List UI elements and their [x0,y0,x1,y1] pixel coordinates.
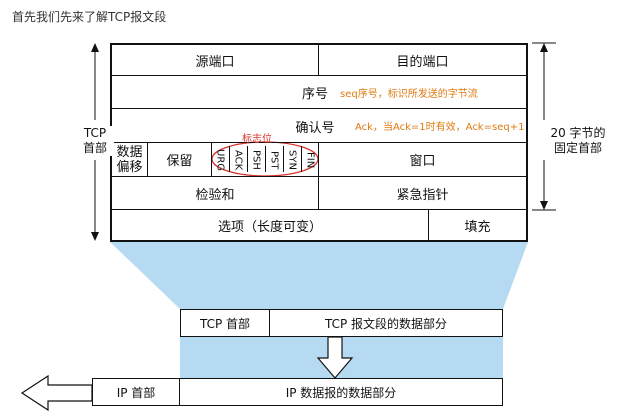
row-divider [110,108,528,109]
tcp-segment-data: TCP 报文段的数据部分 [324,316,448,331]
left-arrow-icon [20,374,93,412]
col-divider [211,142,212,176]
tcp-segment-data-box [269,309,503,337]
fixed-header-label-line1: 20 字节的 [550,126,606,140]
flag-divider [247,146,248,172]
down-arrow-icon [316,336,354,379]
reserved-cell: 保留 [166,154,193,169]
ip-header: IP 首部 [116,385,156,400]
dst-port-cell: 目的端口 [396,54,449,70]
col-divider [428,209,429,242]
fixed-header-label-line2: 固定首部 [553,141,602,155]
options-cell: 选项（长度可变） [217,219,322,235]
flag-psh: PSH [250,150,262,170]
tcp-header-label-line1: TCP [83,126,107,140]
tcp-header-label-line2: 首部 [82,141,107,155]
ack-cell: 确认号 [295,120,335,136]
funnel-shape [110,242,528,309]
right-arrow-down-head [540,201,548,210]
seq-cell: 序号 [301,87,328,102]
left-arrow-down-head [91,232,99,241]
flag-urg: URG [214,148,226,172]
flag-fin: FIN [304,151,316,169]
padding-cell: 填充 [464,219,491,235]
urgent-pointer-cell: 紧急指针 [396,187,449,203]
col-divider [318,142,319,210]
ip-header-box [92,378,180,406]
col-divider [147,142,148,176]
window-cell: 窗口 [409,154,436,169]
tcp-segment-header-box [180,309,270,337]
row-divider [110,176,528,177]
tcp-header-label: TCP 首部 [76,126,114,156]
ip-data-box [179,378,503,406]
src-port-cell: 源端口 [195,54,235,70]
right-arrow-up-head [540,43,548,52]
row-divider [110,142,528,143]
row-divider [110,75,528,76]
ack-annotation: Ack，当Ack=1时有效，Ack=seq+1 [355,122,525,133]
flag-divider [265,146,266,172]
data-offset-cell: 数据 偏移 [112,143,147,176]
flag-divider [283,146,284,172]
data-offset-line2: 偏移 [116,159,143,175]
flag-divider [301,146,302,172]
tcp-segment-header: TCP 首部 [199,316,251,331]
ip-data: IP 数据报的数据部分 [285,385,397,400]
checksum-cell: 检验和 [195,187,235,203]
seq-annotation: seq序号，标识所发送的字节流 [340,89,478,100]
flag-syn: SYN [286,150,298,170]
flag-ack: ACK [232,149,244,171]
intro-text: 首先我们先来了解TCP报文段 [12,10,167,24]
left-arrow-up-head [91,43,99,52]
fixed-header-label: 20 字节的 固定首部 [528,126,628,156]
data-offset-line1: 数据 [116,144,143,160]
flags-annotation: 标志位 [242,134,272,145]
row-divider [110,209,528,210]
col-divider [318,43,319,76]
flag-pst: PST [268,150,280,170]
flag-divider [229,146,230,172]
